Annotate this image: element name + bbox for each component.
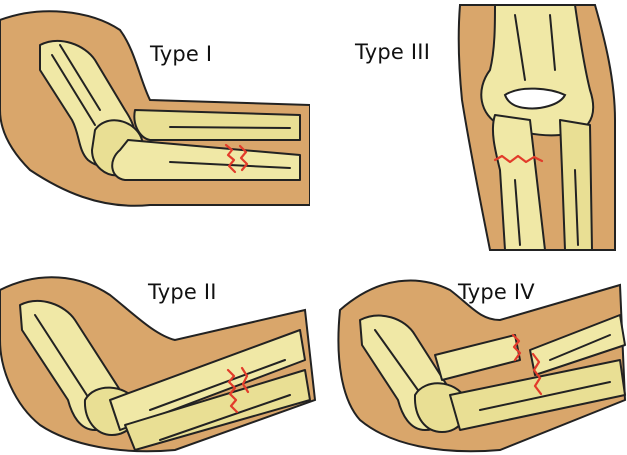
type-ii-label: Type II xyxy=(148,280,217,304)
panel-type-iv: Type IV xyxy=(330,250,627,455)
panel-type-ii: Type II xyxy=(0,250,320,455)
panel-type-i: Type I xyxy=(0,0,310,225)
type-iv-label: Type IV xyxy=(458,280,535,304)
type-i-label: Type I xyxy=(150,42,212,66)
panel-type-iii: Type III xyxy=(330,0,627,255)
elbow-type-iii-illustration xyxy=(330,0,627,255)
type-iii-label: Type III xyxy=(355,40,430,64)
elbow-type-i-illustration xyxy=(0,0,310,225)
